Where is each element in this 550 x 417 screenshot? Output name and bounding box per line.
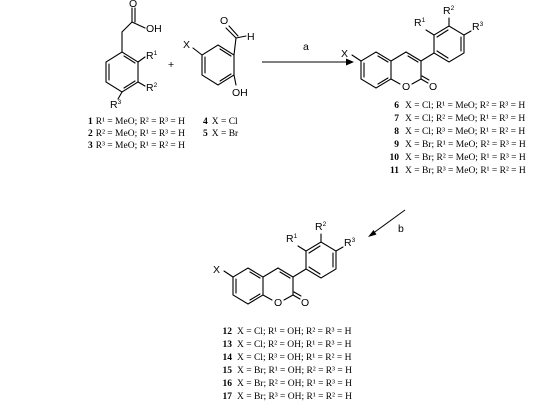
phenol-oh-label: OH: [232, 87, 248, 99]
hydroxy-entry-text: X = Cl; R³ = OH; R¹ = R² = H: [237, 353, 352, 363]
methoxy-entry-text: X = Cl; R³ = MeO; R¹ = R² = H: [405, 127, 525, 137]
methoxy-entry: 8: [394, 127, 399, 137]
carboxyl-o-label: O: [129, 0, 137, 10]
methoxy-entry-text: X = Br; R² = MeO; R¹ = R³ = H: [405, 153, 526, 163]
carbonyl-o-label: O: [429, 81, 437, 93]
methoxy-entry: 10: [390, 153, 400, 163]
hydroxy-entry: 12: [223, 327, 233, 337]
ring-o-label: O: [402, 81, 410, 93]
hydroxy-entry: 15: [223, 366, 233, 376]
ring-o-label: O: [274, 297, 282, 309]
methoxy-entry-text: X = Br; R¹ = MeO; R² = R³ = H: [405, 140, 526, 150]
step-a-label: a: [303, 41, 309, 53]
r2-label: R2: [315, 221, 327, 233]
methoxy-entry: 9: [394, 140, 399, 150]
phenylacetic-acid-structure: O OH R1 R2 R3: [105, 0, 162, 111]
plus-sign: +: [168, 59, 174, 71]
aldehyde-o-label: O: [220, 15, 228, 27]
r2-label: R2: [146, 82, 158, 94]
coumarin-x-label: X: [341, 48, 348, 60]
r3-label: R3: [472, 21, 484, 33]
r1-label: R1: [146, 50, 158, 62]
hydroxy-entry: 13: [223, 340, 233, 350]
hydroxy-entry-text: X = Cl; R² = OH; R¹ = R³ = H: [237, 340, 352, 350]
r3-label: R3: [344, 237, 356, 249]
step-a-arrow: a: [262, 41, 354, 66]
hydroxy-entry: 14: [223, 353, 233, 363]
methoxy-coumarin-structure: X O O R1 R2 R3: [341, 5, 484, 93]
carbonyl-o-label: O: [301, 297, 309, 309]
hydroxy-entry-text: X = Br; R³ = OH; R¹ = R² = H: [237, 392, 352, 402]
hydroxy-entry-text: X = Br; R² = OH; R¹ = R³ = H: [237, 379, 352, 389]
methoxy-entry-text: X = Br; R³ = MeO; R¹ = R² = H: [405, 166, 526, 176]
r1-label: R1: [414, 17, 426, 29]
methoxy-entry: 7: [394, 114, 399, 124]
methoxy-compound-list: 6 X = Cl; R¹ = MeO; R² = R³ = H 7 X = Cl…: [390, 101, 526, 176]
coumarin-x-label: X: [213, 264, 220, 276]
salicylaldehyde-structure: O H OH X: [183, 15, 255, 99]
methoxy-entry-text: X = Cl; R¹ = MeO; R² = R³ = H: [405, 101, 525, 111]
halogen-x-label: X: [183, 39, 190, 51]
hydroxy-entry-text: X = Br; R¹ = OH; R² = R³ = H: [237, 366, 352, 376]
hydroxy-entry: 17: [223, 392, 233, 402]
r3-label: R3: [110, 99, 122, 111]
r1-label: R1: [286, 233, 298, 245]
hydroxy-entry-text: X = Cl; R¹ = OH; R² = R³ = H: [237, 327, 352, 337]
aldehyde-h-label: H: [247, 31, 255, 43]
hydroxy-entry: 16: [223, 379, 233, 389]
methoxy-entry: 11: [390, 166, 399, 176]
hydroxy-compound-list: 12 X = Cl; R¹ = OH; R² = R³ = H 13 X = C…: [223, 327, 353, 402]
hydroxy-coumarin-structure: X O O R1 R2 R3: [213, 221, 356, 309]
methoxy-entry-text: X = Cl; R² = MeO; R¹ = R³ = H: [405, 114, 525, 124]
step-b-arrow: b: [368, 209, 406, 237]
step-b-label: b: [398, 223, 404, 235]
carboxyl-oh-label: OH: [146, 23, 162, 35]
methoxy-entry: 6: [394, 101, 399, 111]
r2-label: R2: [443, 5, 455, 17]
